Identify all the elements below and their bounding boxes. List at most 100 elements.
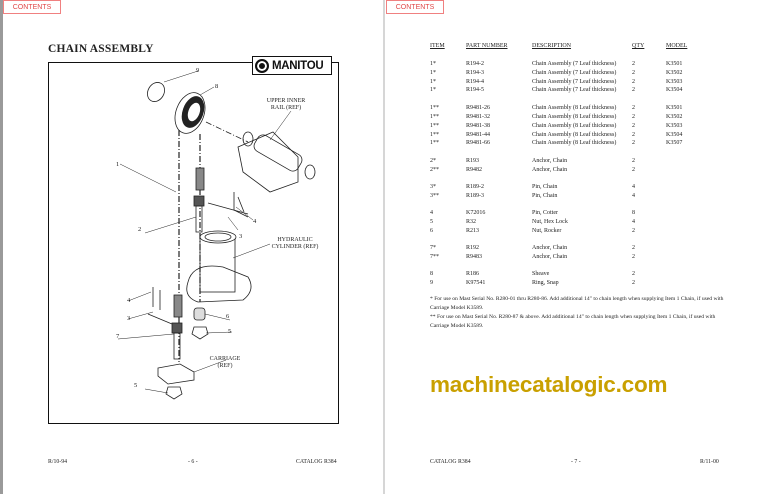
callout-2: 2 — [138, 226, 142, 233]
table-row: 8 R186 Sheave 2 — [430, 270, 730, 279]
cell-qty: 2 — [632, 87, 635, 93]
anchor-upper-stem — [195, 205, 203, 233]
cell-qty: 2 — [632, 114, 635, 120]
cell-description: Chain Assembly (8 Leaf thickness) — [532, 132, 617, 138]
cell-item: 1* — [430, 87, 436, 93]
cell-item: 7* — [430, 245, 436, 251]
column-header-part-number: PART NUMBER — [466, 43, 508, 49]
viewer-edge — [0, 0, 3, 494]
callout-5: 5 — [134, 382, 138, 389]
cell-part-number: R194-3 — [466, 70, 484, 76]
cell-qty: 2 — [632, 123, 635, 129]
footnote-single-star: * For use on Mast Serial No. R280-01 thr… — [430, 296, 724, 311]
cell-qty: 2 — [632, 105, 635, 111]
cell-qty: 2 — [632, 70, 635, 76]
cell-qty: 4 — [632, 193, 635, 199]
callout-9: 9 — [196, 67, 200, 74]
cell-item: 2** — [430, 167, 439, 173]
cell-part-number: R213 — [466, 228, 480, 234]
cell-item: 2* — [430, 158, 436, 164]
cell-description: Nut, Rocker — [532, 228, 562, 234]
cell-qty: 2 — [632, 167, 635, 173]
label-hydraulic-cylinder: HYDRAULIC CYLINDER (REF) — [271, 237, 319, 250]
cell-part-number: R192 — [466, 245, 480, 251]
cell-description: Nut, Hex Lock — [532, 219, 568, 225]
callout-5: 5 — [228, 328, 232, 335]
footer-page-number: - 6 - — [188, 459, 198, 465]
cell-model: K3507 — [666, 140, 683, 146]
cell-description: Chain Assembly (8 Leaf thickness) — [532, 105, 617, 111]
cell-part-number: R9481-44 — [466, 132, 490, 138]
cell-part-number: R194-2 — [466, 61, 484, 67]
cell-qty: 2 — [632, 158, 635, 164]
anchor-upper-head — [193, 195, 205, 207]
cell-description: Chain Assembly (7 Leaf thickness) — [532, 70, 617, 76]
cell-description: Chain Assembly (7 Leaf thickness) — [532, 79, 617, 85]
cell-item: 7** — [430, 254, 439, 260]
page-title: CHAIN ASSEMBLY — [48, 43, 154, 55]
label-carriage: CARRIAGE (REF) — [209, 356, 241, 369]
cell-item: 8 — [430, 271, 433, 277]
column-header-model: MODEL — [666, 43, 688, 49]
cell-part-number: K72016 — [466, 210, 486, 216]
cell-part-number: R9482 — [466, 167, 483, 173]
cell-part-number: R9481-32 — [466, 114, 490, 120]
cell-description: Pin, Chain — [532, 193, 558, 199]
contents-link-left[interactable]: CONTENTS — [3, 0, 61, 14]
cell-description: Sheave — [532, 271, 550, 277]
cell-model: K3501 — [666, 105, 683, 111]
anchor-lower-head — [171, 322, 183, 334]
cell-description: Chain Assembly (8 Leaf thickness) — [532, 140, 617, 146]
cell-item: 1** — [430, 132, 439, 138]
footer-catalog: CATALOG R384 — [296, 459, 337, 465]
cell-qty: 2 — [632, 271, 635, 277]
cell-part-number: R186 — [466, 271, 480, 277]
cell-item: 1* — [430, 79, 436, 85]
cell-item: 1** — [430, 140, 439, 146]
cell-part-number: R194-5 — [466, 87, 484, 93]
callout-1: 1 — [116, 161, 120, 168]
cell-item: 5 — [430, 219, 433, 225]
callout-3: 3 — [239, 233, 243, 240]
table-row: 1** R9481-44 Chain Assembly (8 Leaf thickn… — [430, 131, 730, 140]
cell-part-number: R32 — [466, 219, 477, 225]
cell-part-number: K97541 — [466, 280, 486, 286]
anchor-lower-stem — [173, 332, 181, 360]
cotter-pin-lower — [152, 287, 161, 310]
cell-model: K3504 — [666, 87, 683, 93]
column-header-qty: QTY — [632, 43, 645, 49]
cell-model: K3503 — [666, 123, 683, 129]
logo-emblem-icon — [255, 58, 269, 73]
cell-description: Pin, Cotter — [532, 210, 559, 216]
footer-revision: R/11-00 — [700, 459, 719, 465]
rocker-nut — [193, 307, 206, 321]
chain-link-lower — [173, 294, 183, 318]
snap-ring — [147, 82, 165, 102]
cell-item: 1* — [430, 61, 436, 67]
diagram-frame — [48, 62, 339, 424]
footer-catalog: CATALOG R384 — [430, 459, 471, 465]
contents-link-right[interactable]: CONTENTS — [386, 0, 444, 14]
upper-inner-rail — [237, 131, 316, 193]
cell-qty: 2 — [632, 140, 635, 146]
cell-qty: 4 — [632, 184, 635, 190]
cell-part-number: R9481-66 — [466, 140, 490, 146]
cell-model: K3504 — [666, 132, 683, 138]
callout-4: 4 — [127, 297, 131, 304]
hex-nut-upper — [191, 326, 209, 340]
cell-qty: 2 — [632, 79, 635, 85]
cell-qty: 8 — [632, 210, 635, 216]
chain-assembly-diagram — [117, 70, 316, 400]
manitou-logo: MANITOU — [252, 56, 332, 75]
column-header-description: DESCRIPTION — [532, 43, 572, 49]
column-header-item: ITEM — [430, 43, 445, 49]
cell-description: Ring, Snap — [532, 280, 559, 286]
